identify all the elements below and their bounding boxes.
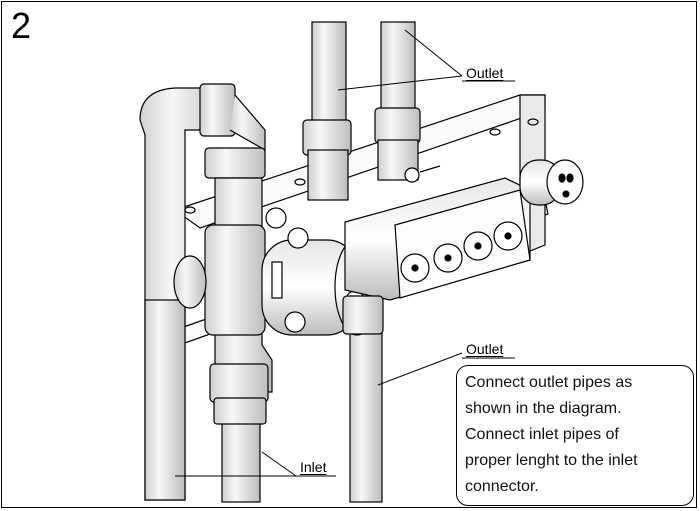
distributor-box	[344, 177, 531, 301]
lower-left-pipes	[144, 299, 383, 503]
top-outlet-pipes	[302, 21, 421, 201]
valve-body	[173, 177, 273, 393]
outlet-mid-label: Outlet	[466, 341, 504, 357]
note-line: proper lenght to the inlet	[465, 452, 638, 469]
left-union-nut	[204, 147, 266, 179]
instruction-note: Connect outlet pipes as shown in the dia…	[456, 365, 694, 506]
outlet-top-label: Outlet	[466, 65, 504, 81]
right-connector	[519, 159, 584, 206]
inlet-label: Inlet	[300, 459, 327, 475]
note-line: connector.	[465, 478, 539, 495]
note-line: Connect outlet pipes as	[465, 374, 633, 391]
callout-lines	[175, 29, 515, 477]
note-line: Connect inlet pipes of	[465, 426, 619, 443]
step-number: 2	[11, 5, 32, 46]
inlet-union	[209, 363, 269, 425]
note-line: shown in the diagram.	[465, 400, 622, 417]
mounting-screws	[265, 165, 441, 333]
mid-union-nut	[342, 295, 384, 335]
